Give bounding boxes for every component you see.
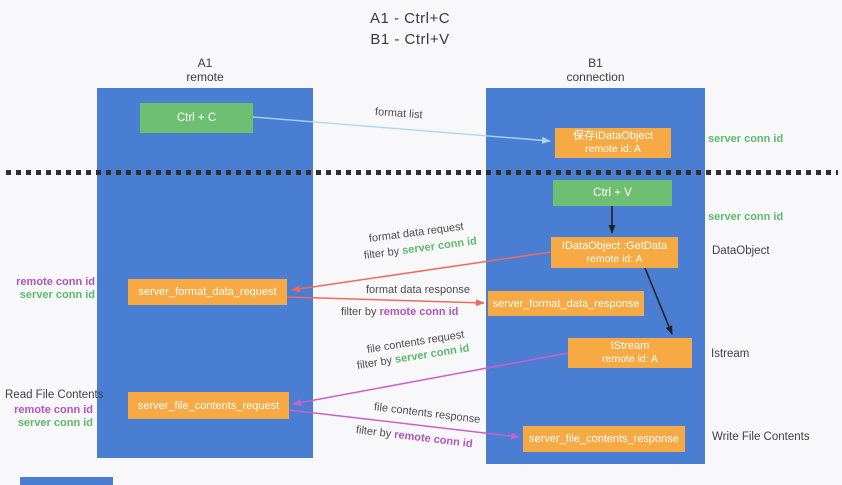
node-ctrl-v-label: Ctrl + V: [593, 187, 632, 199]
lane-b1-role: connection: [566, 70, 625, 84]
format-data-response-arrow: [286, 296, 485, 307]
bottom-left-blue-bar: [20, 477, 113, 485]
node-getdata-label: IDataObject::GetData: [561, 239, 668, 252]
side-label-dataobject: DataObject: [712, 245, 770, 257]
node-save-idataobject-label: 保存IDataObject: [572, 130, 654, 142]
edge-label-filter-by-remote-conn-id-2: filter by remote conn id: [355, 424, 473, 450]
filter-by-text: filter by: [355, 424, 392, 441]
edge-label-format-data-response: format data response: [366, 284, 470, 296]
lane-header-b1: B1 connection: [486, 56, 705, 84]
filter-by-text: filter by: [363, 245, 400, 262]
node-server-file-contents-response: server_file_contents_response: [523, 426, 685, 452]
node-ctrl-c-label: Ctrl + C: [176, 112, 217, 124]
filter-by-text: filter by: [356, 354, 393, 372]
node-save-idataobject: 保存IDataObject remote id: A: [555, 128, 671, 158]
edge-label-format-list: format list: [374, 106, 423, 122]
dotted-divider-line: [6, 170, 838, 175]
left-server-conn-id-upper: server conn id: [19, 289, 95, 301]
left-remote-conn-id-lower: remote conn id: [14, 404, 93, 416]
edge-label-filter-by-remote-conn-id-1: filter by remote conn id: [341, 306, 458, 318]
node-server-format-data-response: server_format_data_response: [488, 291, 644, 316]
left-conn-id-pair-lower: remote conn id server conn id: [0, 404, 93, 430]
left-remote-conn-id-upper: remote conn id: [16, 276, 95, 288]
side-label-server-conn-id-top: server conn id: [708, 133, 784, 145]
node-server-file-contents-request-label: server_file_contents_request: [137, 399, 280, 412]
node-getdata-sub: remote id: A: [586, 252, 643, 265]
node-istream: IStream remote id: A: [568, 338, 692, 368]
node-server-file-contents-response-label: server_file_contents_response: [529, 433, 679, 445]
lane-header-a1: A1 remote: [97, 56, 313, 84]
node-server-format-data-request: server_format_data_request: [128, 279, 287, 305]
node-server-format-data-request-label: server_format_data_request: [138, 286, 277, 298]
lane-a1-name: A1: [197, 56, 213, 70]
node-ctrl-c: Ctrl + C: [140, 103, 253, 133]
side-label-server-conn-id-mid: server conn id: [708, 211, 784, 223]
left-server-conn-id-lower: server conn id: [17, 417, 93, 429]
edge-label-file-contents-response: file contents response: [373, 401, 481, 426]
diagram-title: A1 - Ctrl+C B1 - Ctrl+V: [320, 8, 500, 50]
title-line-2: B1 - Ctrl+V: [370, 31, 450, 48]
node-server-file-contents-request: server_file_contents_request: [128, 392, 289, 419]
left-conn-id-pair-upper: remote conn id server conn id: [0, 276, 95, 302]
node-istream-label: IStream: [610, 340, 650, 352]
side-label-istream: Istream: [711, 348, 750, 360]
lane-b1-name: B1: [588, 56, 603, 70]
node-server-format-data-response-label: server_format_data_response: [492, 297, 640, 310]
filter-by-text: filter by: [341, 306, 377, 318]
side-label-read-file-contents: Read File Contents: [5, 389, 104, 401]
title-line-1: A1 - Ctrl+C: [369, 10, 451, 27]
remote-conn-id-text: remote conn id: [379, 306, 459, 318]
remote-conn-id-text: remote conn id: [393, 428, 474, 451]
node-istream-sub: remote id: A: [601, 353, 659, 365]
node-ctrl-v: Ctrl + V: [553, 180, 672, 206]
side-label-write-file-contents: Write File Contents: [712, 431, 810, 443]
lane-a1-role: remote: [186, 70, 224, 84]
node-getdata: IDataObject::GetData remote id: A: [551, 237, 678, 268]
node-save-idataobject-sub: remote id: A: [584, 143, 642, 155]
